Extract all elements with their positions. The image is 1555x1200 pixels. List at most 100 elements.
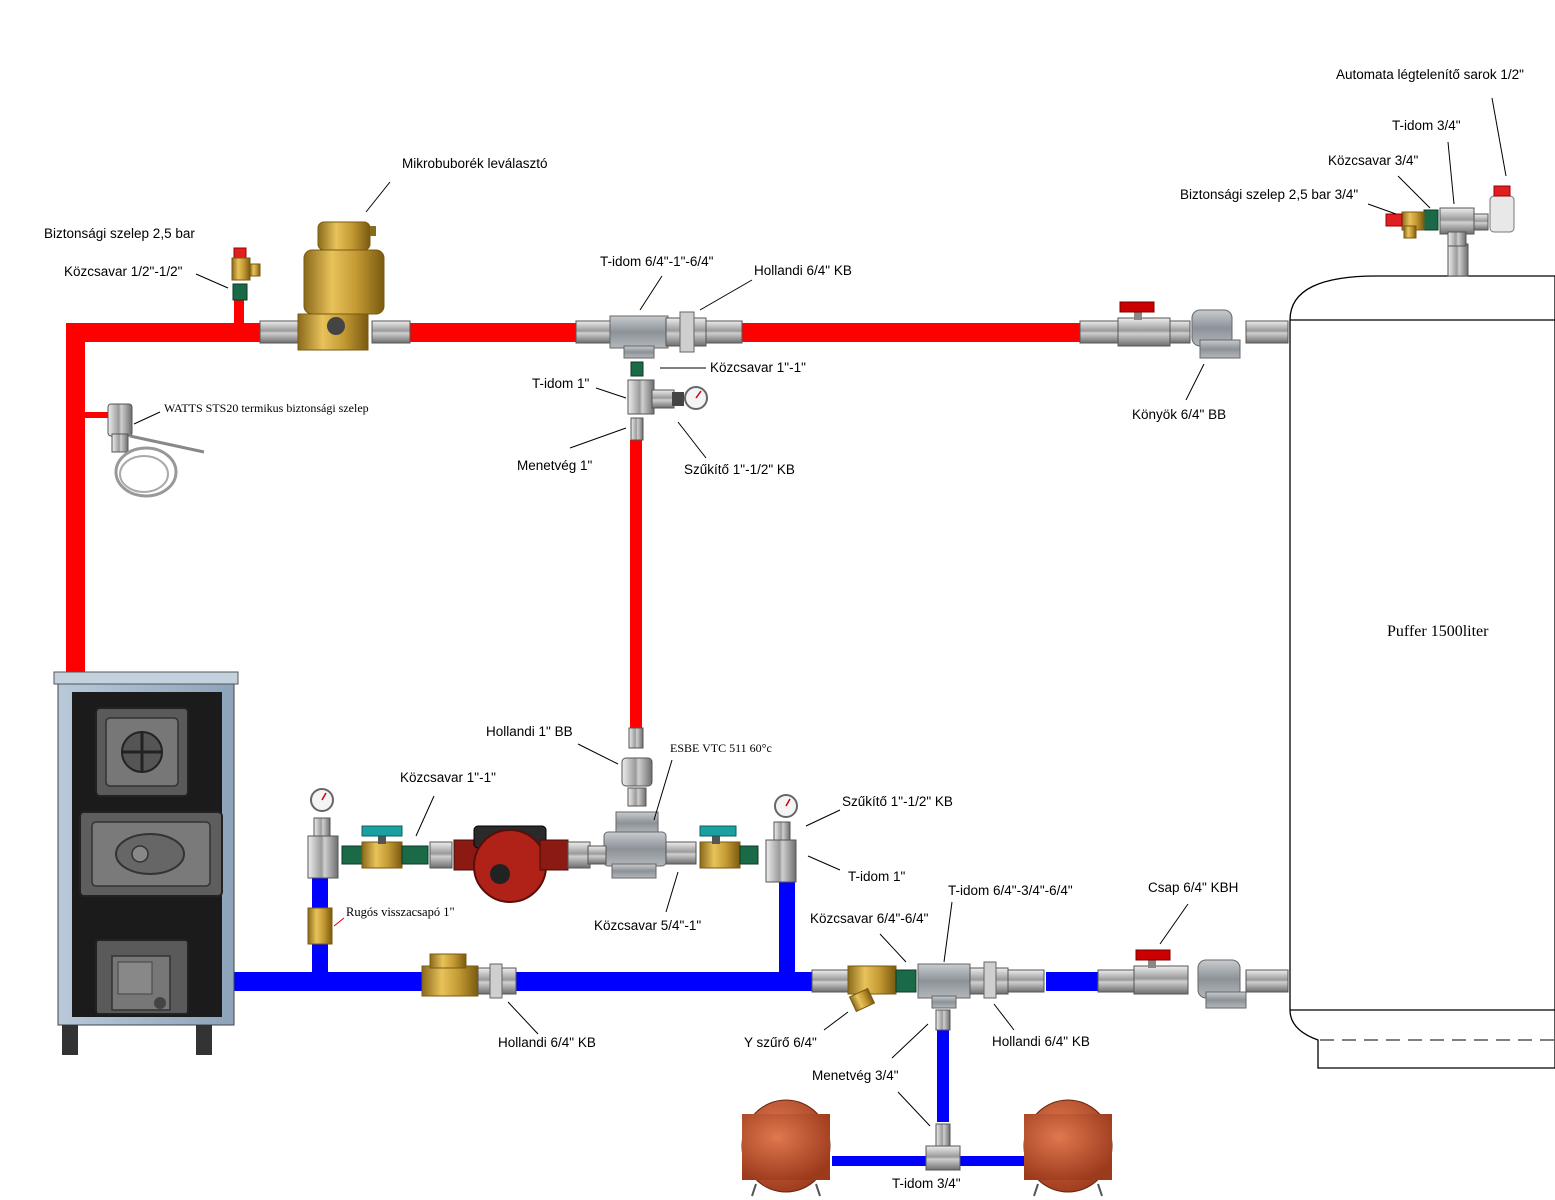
menetveg-34-lower: [935, 1123, 951, 1147]
supply-pipes: [66, 300, 1080, 728]
safety-valve-stub: [234, 300, 244, 325]
label-hollandi-top: Hollandi 6/4" KB: [754, 263, 852, 278]
menetveg-34-fitting: [935, 1009, 951, 1031]
watts-stub: [85, 412, 109, 418]
nipple-bottom-4: [1245, 969, 1289, 993]
nipple-top-4: [705, 320, 743, 344]
label-tidom-top: T-idom 6/4"-1"-6/4": [600, 254, 714, 269]
label-hollandi-bb: Hollandi 1" BB: [486, 724, 573, 739]
supply-pipe-top-right: [740, 323, 1080, 342]
label-automata: Automata légtelenítő sarok 1/2": [1336, 67, 1524, 82]
label-tidom-643464: T-idom 6/4"-3/4"-6/4": [948, 883, 1073, 898]
union-top: [665, 311, 707, 353]
label-esbe: ESBE VTC 511 60°c: [670, 741, 772, 755]
microbubble-separator: [297, 221, 385, 351]
label-watts: WATTS STS20 termikus biztonsági szelep: [164, 401, 369, 415]
label-tidom-34-top: T-idom 3/4": [1392, 118, 1461, 133]
labels: Mikrobuborék leválasztó Biztonsági szele…: [44, 67, 1524, 1191]
expansion-drop-pipe: [937, 1028, 949, 1122]
nipple-bottom-1: [811, 969, 849, 993]
circulation-pump: [453, 825, 569, 903]
nipple-bottom-2: [1007, 969, 1045, 993]
expansion-vessel-left: [741, 1099, 831, 1197]
expansion-pipe-left: [832, 1156, 928, 1166]
label-szukito-bottom: Szűkítő 1"-1/2" KB: [842, 794, 953, 809]
hollandi-bb: [621, 757, 653, 807]
return-pipes: [232, 878, 1098, 1166]
union-pump-left: [429, 841, 453, 869]
check-valve: [307, 907, 333, 945]
ball-valve-pump-left: [341, 825, 429, 869]
label-biztonsagi-left: Biztonsági szelep 2,5 bar: [44, 226, 195, 241]
return-pipe-left-riser: [312, 878, 328, 908]
label-biztonsagi-right: Biztonsági szelep 2,5 bar 3/4": [1180, 187, 1358, 202]
kozcsavar-bottom: [895, 969, 917, 993]
label-rugos: Rugós visszacsapó 1": [346, 905, 455, 919]
label-tidom-34-bottom: T-idom 3/4": [892, 1176, 961, 1191]
tee-34-bottom: [925, 1145, 961, 1171]
elbow-bottom: [1197, 959, 1247, 1009]
label-mikrobuborek: Mikrobuborék leválasztó: [402, 156, 548, 171]
nipple-bottom-3: [1097, 969, 1135, 993]
label-tidom-1-bottom: T-idom 1": [848, 869, 906, 884]
label-szukito-top: Szűkítő 1"-1/2" KB: [684, 462, 795, 477]
boiler: [53, 671, 239, 1055]
hollandi-bb-nipple: [628, 727, 644, 749]
return-pipe-right-riser: [779, 882, 795, 974]
label-menetveg-1: Menetvég 1": [517, 458, 593, 473]
label-menetveg-34: Menetvég 3/4": [812, 1068, 899, 1083]
label-csap: Csap 6/4" KBH: [1148, 880, 1238, 895]
label-kozcsavar-54: Közcsavar 5/4"-1": [594, 918, 701, 933]
label-hollandi-bottom-right: Hollandi 6/4" KB: [992, 1034, 1090, 1049]
return-pipe-left-riser-lower: [312, 944, 328, 974]
nipple-top-5: [1079, 320, 1119, 344]
union-bottom-right: [969, 961, 1009, 999]
union-pump-right: [567, 841, 591, 869]
label-kozcsavar-34: Közcsavar 3/4": [1328, 153, 1419, 168]
tee-1-bottom: [765, 794, 798, 883]
label-tidom-1-top: T-idom 1": [532, 376, 590, 391]
y-strainer: [847, 965, 897, 1013]
expansion-vessel-right: [1023, 1099, 1113, 1197]
tee-top: [609, 315, 669, 359]
label-hollandi-bottom-left: Hollandi 6/4" KB: [498, 1035, 596, 1050]
elbow-top: [1191, 309, 1241, 359]
supply-pipe-top-mid: [410, 323, 576, 342]
tee-1-top: [627, 379, 684, 415]
union-bottom-left: [477, 963, 517, 999]
return-pipe-bottom-mid: [516, 972, 812, 991]
label-kozcsavar-left: Közcsavar 1/2"-1/2": [64, 264, 183, 279]
kozcsavar-mid: [630, 361, 644, 377]
nipple-top-3: [575, 320, 613, 344]
label-puffer: Puffer 1500liter: [1387, 623, 1489, 640]
label-kozcsavar-pump: Közcsavar 1"-1": [400, 770, 496, 785]
supply-pipe-vertical-mid: [630, 440, 642, 728]
supply-pipe-top-left: [66, 323, 260, 342]
nipple-top-1: [259, 320, 299, 344]
leader-lines: [133, 97, 1507, 1127]
label-kozcsavar-mid: Közcsavar 1"-1": [710, 360, 806, 375]
expansion-pipe-right: [958, 1156, 1024, 1166]
ball-valve-bottom: [1133, 949, 1189, 995]
watts-valve: [107, 403, 205, 498]
menetveg-top: [630, 417, 644, 441]
esbe-valve: [603, 811, 667, 879]
ball-valve-top: [1117, 301, 1171, 347]
kozcsavar-54-fitting: [665, 841, 697, 865]
return-pipe-bottom-right: [1046, 972, 1098, 991]
label-yszuro: Y szűrő 6/4": [744, 1035, 817, 1050]
thermometer-top: [684, 386, 708, 410]
label-kozcsavar-6464: Közcsavar 6/4"-6/4": [810, 911, 929, 926]
supply-pipe-vertical-left: [66, 323, 85, 680]
label-konyok: Könyök 6/4" BB: [1132, 407, 1226, 422]
nipple-top-7: [1245, 320, 1289, 344]
safety-valve-left: [231, 247, 261, 301]
ball-valve-pump-right: [699, 825, 759, 869]
return-pipe-bottom-left: [232, 972, 422, 991]
nipple-top-2: [371, 320, 411, 344]
tee-bottom: [917, 963, 971, 1009]
swing-check-valve: [421, 953, 479, 997]
nipple-pump-right: [587, 845, 607, 865]
puffer-tank: [1289, 243, 1555, 1069]
